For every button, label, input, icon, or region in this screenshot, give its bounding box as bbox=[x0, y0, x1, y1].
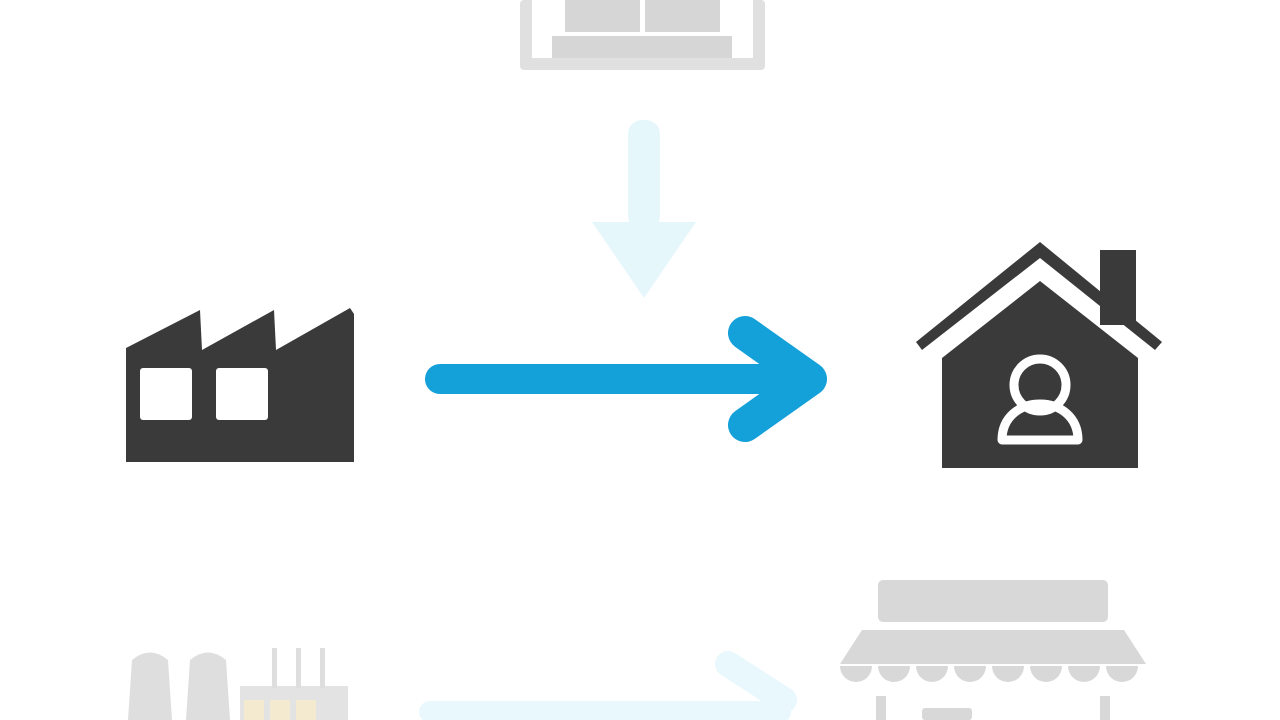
faded-down-arrow bbox=[592, 120, 696, 298]
factory-icon bbox=[126, 308, 354, 462]
warehouse-icon bbox=[520, 0, 765, 70]
main-flow-arrow bbox=[425, 316, 827, 442]
retail-store-icon bbox=[840, 580, 1146, 720]
industrial-plant-icon bbox=[128, 648, 348, 720]
person-icon bbox=[997, 354, 1083, 445]
home-customer-icon bbox=[916, 242, 1162, 468]
faded-bottom-arrow bbox=[419, 651, 797, 720]
